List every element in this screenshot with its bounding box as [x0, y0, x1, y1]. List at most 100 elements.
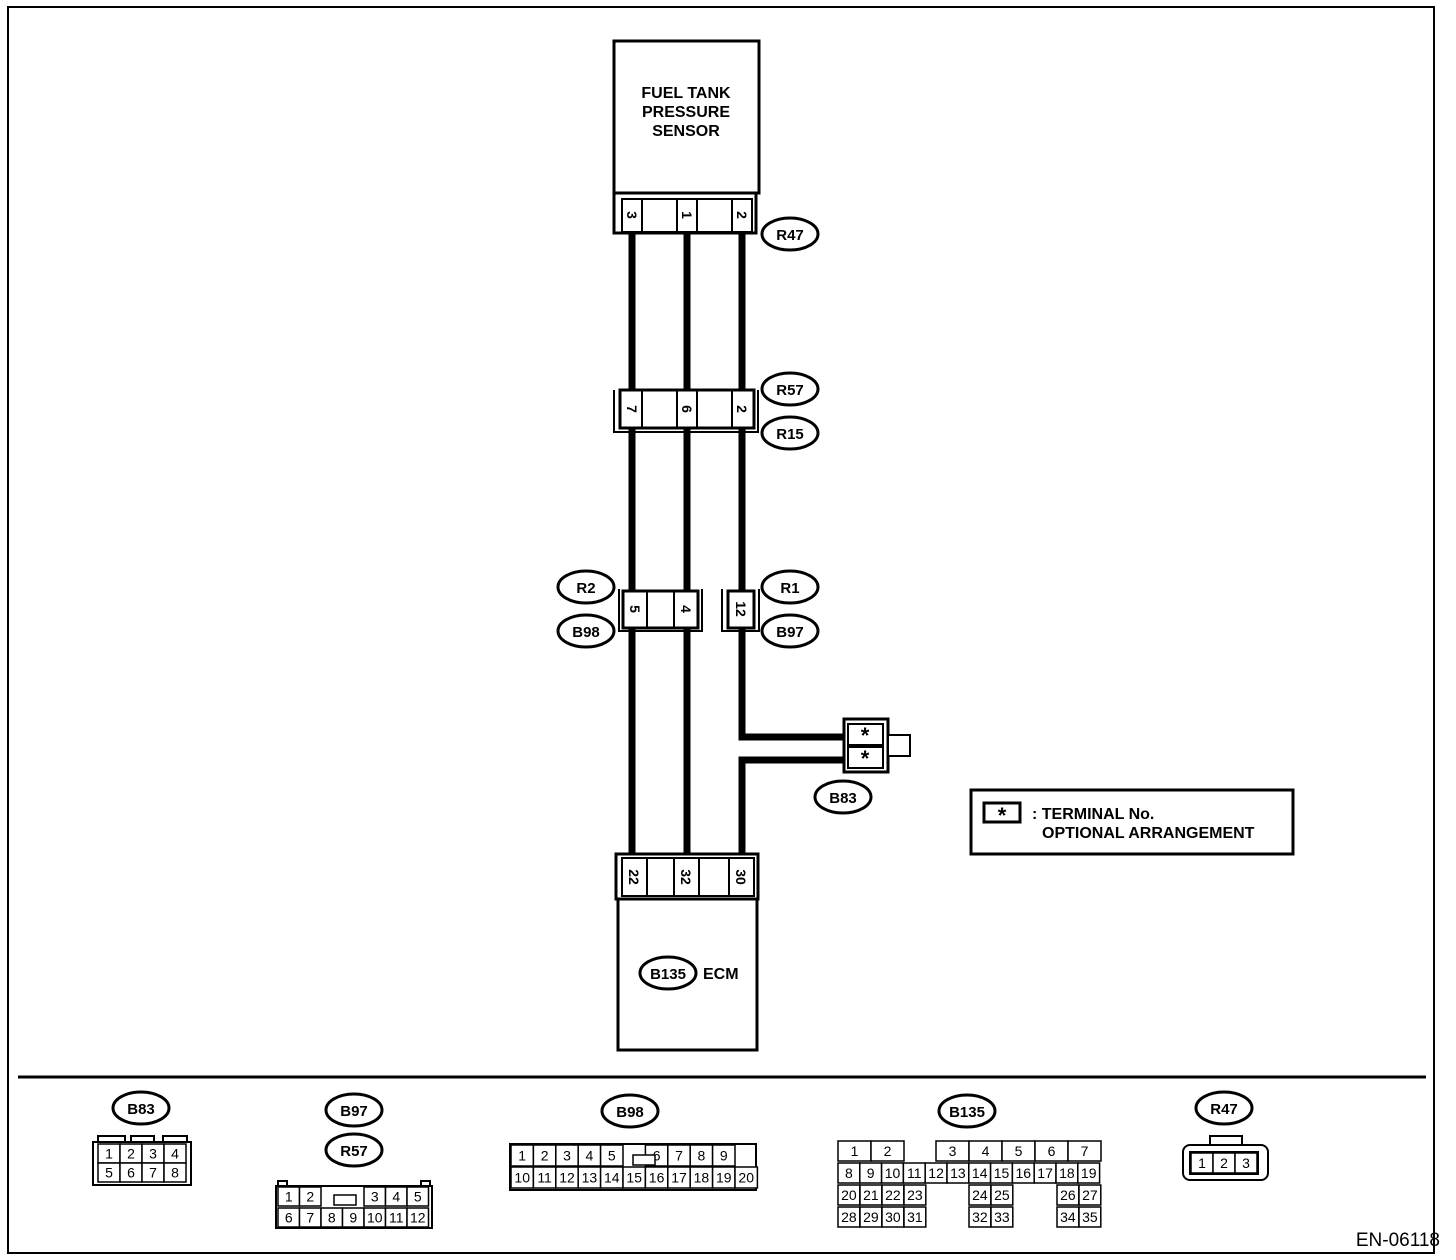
connector-r2-b98: 5 4	[618, 589, 703, 632]
r57-terminal-2: 2	[734, 405, 750, 413]
b98-key-slot	[632, 1154, 656, 1166]
fuel-tank-pressure-sensor: FUEL TANK PRESSURE SENSOR	[612, 39, 761, 195]
pin-number: 17	[1037, 1165, 1053, 1181]
pin-number: 8	[328, 1210, 336, 1226]
connector-r1-b97: 12	[721, 589, 760, 632]
pin-number: 12	[559, 1170, 575, 1186]
pin-number: 5	[414, 1189, 422, 1205]
pin-number: 5	[608, 1148, 616, 1164]
pin-number: 32	[972, 1209, 988, 1225]
view-r47-title: R47	[1210, 1101, 1238, 1118]
pin-number: 16	[1016, 1165, 1032, 1181]
pin-number: 6	[653, 1148, 661, 1164]
figure-code: EN-06118	[1355, 1230, 1440, 1251]
pin-number: 31	[907, 1209, 923, 1225]
pin-number: 5	[1015, 1143, 1023, 1159]
pin-number: 8	[845, 1165, 853, 1181]
pin-number: 19	[1081, 1165, 1097, 1181]
pin-number: 22	[885, 1187, 901, 1203]
pin-cell	[1234, 1152, 1258, 1174]
pin-cell	[599, 1144, 624, 1167]
outer-frame	[7, 6, 1435, 1254]
view-r57-title: R57	[340, 1143, 368, 1160]
pin-cell	[870, 1140, 905, 1162]
pin-number: 3	[149, 1146, 157, 1162]
pin-cell	[298, 1186, 322, 1207]
r47-terminal-1: 1	[679, 211, 695, 219]
pin-number: 10	[885, 1165, 901, 1181]
pin-cell	[1067, 1140, 1102, 1162]
pin-cell	[903, 1206, 927, 1228]
pin-number: 10	[367, 1210, 383, 1226]
pin-number: 8	[171, 1165, 179, 1181]
label-b83: B83	[829, 790, 857, 807]
ecm-label: ECM	[703, 966, 739, 983]
pin-number: 1	[1198, 1155, 1206, 1171]
pin-number: 25	[994, 1187, 1010, 1203]
pin-number: 28	[841, 1209, 857, 1225]
pin-number: 1	[518, 1148, 526, 1164]
pin-cell	[406, 1207, 430, 1228]
pin-cell	[734, 1166, 759, 1189]
pin-number: 7	[306, 1210, 314, 1226]
pin-number: 11	[907, 1165, 922, 1181]
connector-r47: 3 1 2	[612, 191, 758, 235]
ecm-terminal-30: 30	[733, 869, 749, 885]
connector-b83: * *	[842, 717, 911, 774]
pin-number: 9	[867, 1165, 875, 1181]
view-b135-title: B135	[949, 1104, 985, 1121]
pin-number: 15	[626, 1170, 642, 1186]
pin-number: 3	[949, 1143, 957, 1159]
pin-number: 2	[541, 1148, 549, 1164]
pin-number: 12	[410, 1210, 426, 1226]
pin-cell	[406, 1186, 430, 1207]
r57-terminal-6: 6	[679, 405, 695, 413]
sensor-label-line3: SENSOR	[652, 123, 720, 140]
b83-terminal-upper: *	[861, 723, 870, 748]
pin-number: 6	[285, 1210, 293, 1226]
wires	[628, 234, 848, 858]
pin-number: 3	[1242, 1155, 1250, 1171]
wire-12-b83	[738, 632, 848, 741]
pin-number: 14	[604, 1170, 620, 1186]
pin-cell	[1078, 1184, 1102, 1206]
pin-number: 15	[994, 1165, 1010, 1181]
pin-number: 5	[105, 1165, 113, 1181]
pin-cell	[711, 1144, 736, 1167]
label-r57: R57	[776, 382, 804, 399]
pin-number: 11	[389, 1210, 404, 1226]
pin-number: 20	[841, 1187, 857, 1203]
legend: * : TERMINAL No. OPTIONAL ARRANGEMENT	[969, 788, 1295, 856]
label-b97: B97	[776, 624, 804, 641]
pin-number: 11	[537, 1170, 552, 1186]
pin-number: 19	[716, 1170, 732, 1186]
pin-number: 2	[306, 1189, 314, 1205]
pin-cell	[1077, 1162, 1101, 1184]
pin-number: 26	[1060, 1187, 1076, 1203]
view-b83-title: B83	[127, 1101, 155, 1118]
legend-line1: : TERMINAL No.	[1032, 806, 1154, 823]
pin-number: 4	[171, 1146, 179, 1162]
pin-number: 4	[392, 1189, 400, 1205]
pin-number: 27	[1082, 1187, 1098, 1203]
b98-terminal-4: 4	[678, 605, 694, 613]
pin-number: 6	[1048, 1143, 1056, 1159]
pin-number: 1	[851, 1143, 859, 1159]
pin-cell	[1078, 1206, 1102, 1228]
ecm-connector-label: B135	[650, 966, 686, 983]
b83-terminal-lower: *	[861, 746, 870, 771]
label-r2: R2	[576, 580, 595, 597]
pin-number: 16	[649, 1170, 665, 1186]
pin-number: 14	[972, 1165, 988, 1181]
label-r47: R47	[776, 227, 804, 244]
pin-number: 29	[863, 1209, 879, 1225]
pin-number: 18	[1059, 1165, 1075, 1181]
